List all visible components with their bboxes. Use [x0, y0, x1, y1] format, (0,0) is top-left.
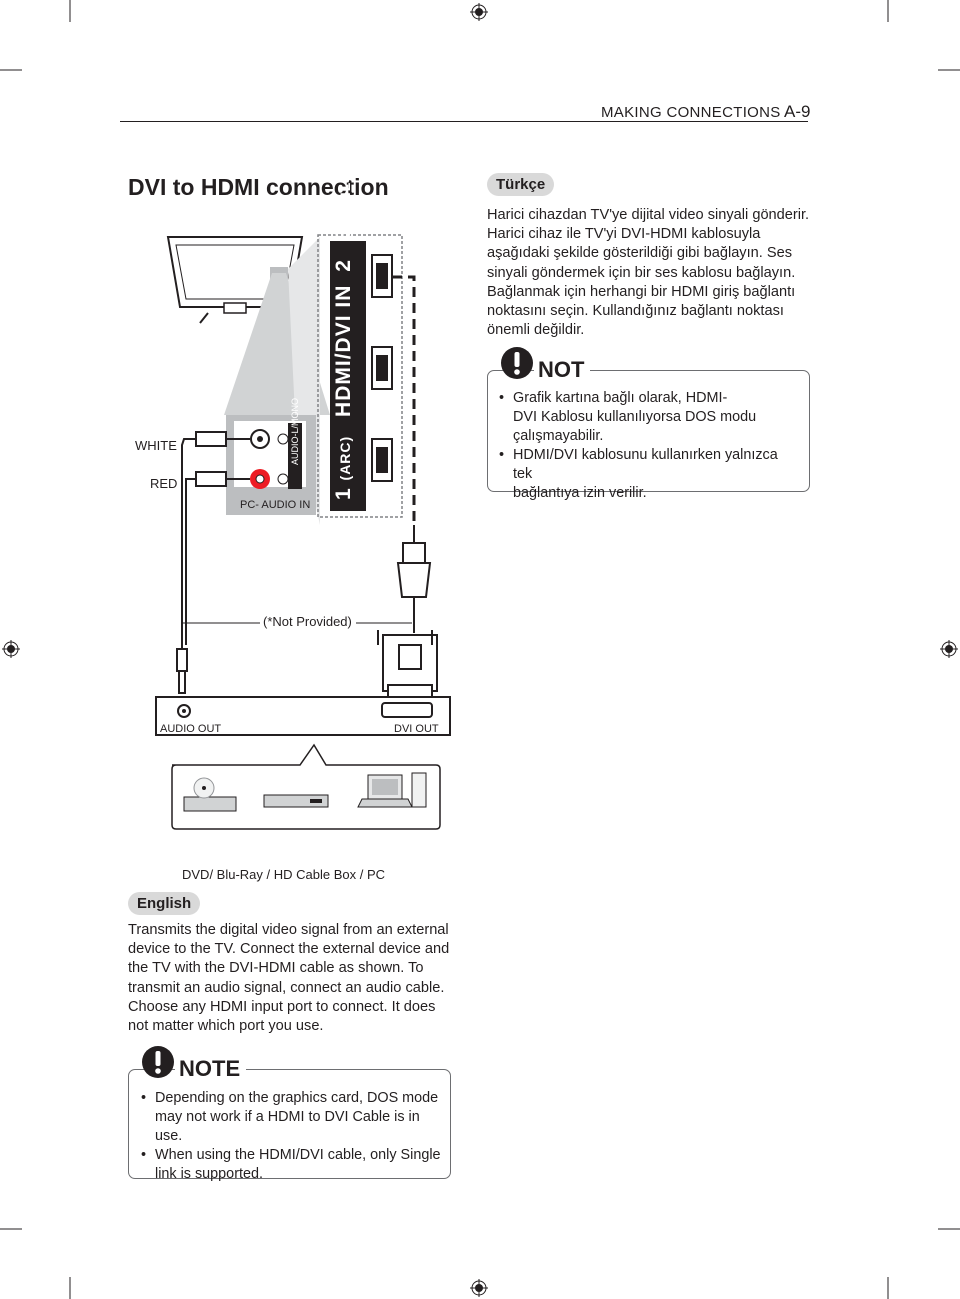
port-1-sub-label: (ARC)	[337, 435, 353, 481]
port-3-label: 3	[332, 227, 355, 241]
dvd-player-icon	[183, 777, 237, 812]
audio-label: AUDIO-	[290, 433, 300, 466]
note-line: When using the HDMI/DVI cable, only Sing…	[155, 1147, 441, 1163]
turkish-line: aşağıdaki şekilde gösterildiği gibi bağl…	[487, 245, 793, 262]
dvi-out-label: DVI OUT	[394, 723, 439, 735]
turkish-line: önemli değildir.	[487, 322, 585, 339]
registration-mark-right-icon	[940, 640, 958, 658]
note-line: çalışmayabilir.	[513, 428, 604, 444]
note-line: DVI Kablosu kullanılıyorsa DOS modu	[513, 409, 757, 425]
note-line: link is supported.	[155, 1166, 263, 1182]
header-section-title: MAKING CONNECTIONS	[601, 104, 781, 121]
warning-icon	[501, 347, 533, 379]
hdmi-dvi-in-label: HDMI/DVI IN	[332, 284, 355, 417]
audio-out-label: AUDIO OUT	[160, 723, 222, 735]
note-line: bağlantıya izin verilir.	[513, 485, 647, 501]
bullet-icon: •	[499, 390, 505, 406]
turkish-note-list: • Grafik kartına bağlı olarak, HDMI- DVI…	[499, 389, 799, 503]
port-2-label: 2	[332, 259, 355, 272]
registration-mark-bottom-icon	[470, 1279, 488, 1297]
bullet-icon: •	[499, 447, 505, 463]
english-line: device to the TV. Connect the external d…	[128, 941, 450, 958]
note-line: Grafik kartına bağlı olarak, HDMI-	[513, 390, 728, 406]
bluray-player-icon	[263, 794, 329, 808]
english-line: the TV with the DVI-HDMI cable as shown.…	[128, 960, 424, 977]
note-line: Depending on the graphics card, DOS mode	[155, 1090, 439, 1106]
language-label-turkish: Türkçe	[487, 173, 555, 196]
bullet-icon: •	[141, 1090, 147, 1106]
english-note-title: NOTE	[175, 1056, 247, 1082]
white-cable-label: WHITE	[135, 438, 177, 453]
turkish-line: Bağlanmak için herhangi bir HDMI giriş b…	[487, 283, 796, 300]
turkish-line: Harici cihaz ile TV'yi DVI-HDMI kablosuy…	[487, 226, 761, 243]
english-line: Transmits the digital video signal from …	[128, 922, 449, 938]
english-note-box	[128, 1069, 451, 1179]
warning-icon	[142, 1046, 174, 1078]
turkish-note-box	[487, 370, 810, 492]
connection-diagram	[155, 234, 451, 830]
english-note-item: • When using the HDMI/DVI cable, only Si…	[141, 1146, 446, 1184]
page-title: DVI to HDMI connection	[128, 174, 389, 200]
page-number: A-9	[784, 102, 811, 121]
language-label-english: English	[128, 892, 201, 915]
devices-caption: DVD/ Blu-Ray / HD Cable Box / PC	[182, 867, 386, 882]
english-line: Choose any HDMI input port to connect. I…	[128, 998, 436, 1015]
registration-mark-top-icon	[470, 3, 488, 21]
turkish-line: noktasını seçin. Kullandığınız bağlantı …	[487, 303, 784, 320]
turkish-line: sinyali göndermek için bir ses kablosu b…	[487, 264, 796, 281]
port-1-label: 1	[332, 487, 355, 500]
pc-tower-icon	[411, 772, 427, 808]
note-line: HDMI/DVI kablosunu kullanırken yalnızca …	[513, 447, 778, 482]
turkish-body: Harici cihazdan TV'ye dijital video siny…	[487, 206, 817, 340]
port-3-sub-label: (MHL)	[337, 176, 353, 221]
hdmi-panel-title: 1 (ARC) HDMI/DVI IN 2 3 (MHL)	[332, 176, 356, 500]
english-note-list: • Depending on the graphics card, DOS mo…	[141, 1089, 446, 1184]
english-body: Transmits the digital video signal from …	[128, 921, 458, 1036]
english-note-item: • Depending on the graphics card, DOS mo…	[141, 1089, 446, 1146]
not-provided-label: (*Not Provided)	[263, 614, 352, 629]
header-rule	[120, 121, 808, 122]
turkish-note-title: NOT	[534, 357, 591, 383]
pc-audio-in-label: PC- AUDIO IN	[240, 499, 311, 511]
english-line: not matter which port you use.	[128, 1018, 324, 1035]
turkish-line: Harici cihazdan TV'ye dijital video siny…	[487, 207, 810, 223]
english-line: transmit an audio signal, connect an aud…	[128, 979, 445, 996]
turkish-note-item: • Grafik kartına bağlı olarak, HDMI- DVI…	[499, 389, 799, 446]
laptop-icon	[357, 774, 413, 808]
bullet-icon: •	[141, 1147, 147, 1163]
l-mono-label: L/MONO	[290, 397, 300, 434]
turkish-note-item: • HDMI/DVI kablosunu kullanırken yalnızc…	[499, 446, 799, 503]
note-line: may not work if a HDMI to DVI Cable is i…	[155, 1109, 420, 1144]
red-cable-label: RED	[150, 476, 178, 491]
registration-mark-left-icon	[2, 640, 20, 658]
audio-mono-label: AUDIO-L/MONO	[290, 398, 300, 465]
